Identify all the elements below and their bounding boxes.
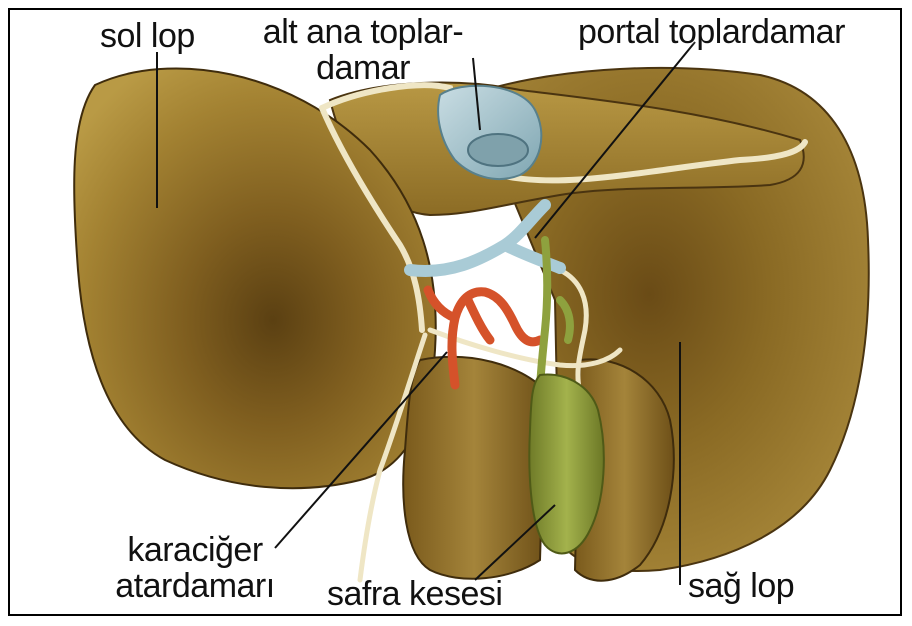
label-right-lobe: sağ lop (688, 568, 794, 604)
label-hepatic-artery-line1: karaciğer (100, 532, 290, 568)
quadrate-lobe-shape (403, 357, 545, 579)
label-inferior-vena-cava: alt ana toplar- damar (250, 14, 476, 86)
label-inferior-vena-cava-line1: alt ana toplar- (250, 14, 476, 50)
label-left-lobe: sol lop (100, 18, 195, 54)
gallbladder-shape (529, 375, 603, 554)
label-hepatic-artery-line2: atardamarı (100, 568, 290, 604)
label-gallbladder: safra kesesi (327, 576, 502, 612)
label-portal-vein: portal toplardamar (578, 14, 845, 50)
label-inferior-vena-cava-line2: damar (250, 50, 476, 86)
vena-cava-lumen (468, 134, 528, 166)
label-hepatic-artery: karaciğer atardamarı (100, 532, 290, 604)
